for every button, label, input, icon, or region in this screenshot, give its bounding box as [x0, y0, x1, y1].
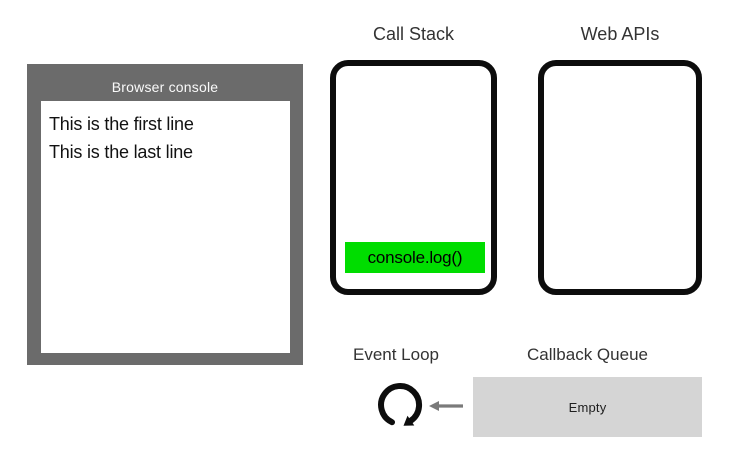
- browser-console-output: This is the first line This is the last …: [41, 101, 290, 353]
- web-apis-box: [538, 60, 702, 295]
- web-apis-title: Web APIs: [580, 24, 660, 44]
- call-stack-title: Call Stack: [372, 24, 455, 44]
- callback-queue-title: Callback Queue: [527, 345, 648, 364]
- call-stack-frame: console.log(): [345, 242, 485, 273]
- clockwise-loop-arrow-icon: [378, 383, 423, 426]
- browser-console-panel: Browser console This is the first line T…: [27, 64, 303, 365]
- browser-console-title: Browser console: [111, 79, 219, 95]
- call-stack-box: console.log(): [330, 60, 497, 295]
- console-output-line: This is the first line: [49, 114, 194, 134]
- event-loop-title: Event Loop: [352, 345, 439, 364]
- loop-arc: [378, 383, 423, 426]
- callback-queue-status: Empty: [568, 399, 607, 415]
- console-output-line: This is the last line: [49, 142, 193, 162]
- callback-queue-box: Empty: [473, 377, 702, 437]
- arrow-head: [429, 401, 439, 411]
- loop-arrowhead: [403, 415, 415, 426]
- arrow-left-icon: [429, 401, 463, 411]
